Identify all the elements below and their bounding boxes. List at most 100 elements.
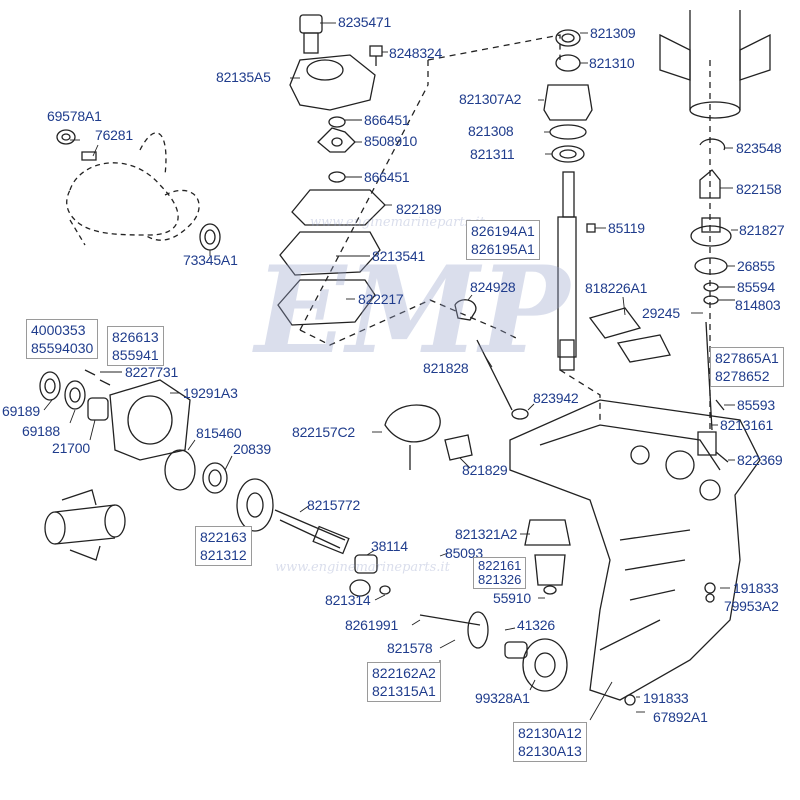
callout-label: 8261991 xyxy=(345,617,399,633)
callout-box-line: 82130A13 xyxy=(518,743,582,759)
callout-label: 19291A3 xyxy=(183,385,238,401)
callout-label: 821314 xyxy=(325,592,371,608)
callout-box: 822161 821326 xyxy=(473,557,527,589)
callout-box-line: 821312 xyxy=(200,547,247,563)
shift-connector xyxy=(697,431,717,456)
callout-label: 26855 xyxy=(737,258,775,274)
base-gasket xyxy=(277,279,376,326)
grommet-824928 xyxy=(454,299,477,321)
callout-label: 814803 xyxy=(735,297,781,313)
callout-label: 8213161 xyxy=(720,417,774,433)
housing-outline-dashed-3 xyxy=(559,369,601,420)
callout-label: 818226A1 xyxy=(585,280,648,296)
callout-label: 815460 xyxy=(196,425,242,441)
callout-label: 38114 xyxy=(371,538,408,554)
propeller-nut xyxy=(56,129,76,145)
callout-label: 823548 xyxy=(736,140,782,156)
impeller xyxy=(317,116,356,183)
callout-label: 99328A1 xyxy=(475,690,530,706)
thrust-washer xyxy=(199,223,221,251)
callout-box: 826194A1 826195A1 xyxy=(466,220,540,260)
housing-outline-dashed-2 xyxy=(299,299,521,346)
reverse-gear xyxy=(236,478,274,532)
callout-box: 82130A12 82130A13 xyxy=(513,722,587,762)
pump-housing xyxy=(289,14,383,111)
gearcase-housing xyxy=(509,399,761,706)
driveshaft-pin xyxy=(586,223,596,233)
callout-label: 821311 xyxy=(470,146,515,162)
bearing-carrier xyxy=(39,369,191,461)
callout-label: 821309 xyxy=(590,25,636,41)
callout-box-line: 822163 xyxy=(200,529,247,545)
callout-label: 821308 xyxy=(468,123,514,139)
shift-boot xyxy=(699,169,721,199)
callout-label: 55910 xyxy=(493,590,531,606)
callout-label: 69189 xyxy=(2,403,40,419)
callout-box-line: 821315A1 xyxy=(372,683,436,699)
callout-label: 69578A1 xyxy=(47,108,102,124)
callout-label: 822158 xyxy=(736,181,782,197)
callout-label: 821827 xyxy=(739,222,785,238)
shift-rod xyxy=(705,321,713,431)
anode-plate xyxy=(384,404,473,470)
site-watermark-top: www.enginemarineparts.it xyxy=(310,215,485,230)
callout-label: 821321A2 xyxy=(455,526,518,542)
leader-lines xyxy=(43,22,738,721)
cam-follower xyxy=(349,554,391,597)
screw-822369 xyxy=(715,451,729,463)
callout-label: 866451 xyxy=(364,112,410,128)
emp-logo-watermark: EMP xyxy=(255,240,570,381)
callout-label: 822217 xyxy=(358,291,404,307)
callout-label: 67892A1 xyxy=(653,709,708,725)
callout-label: 79953A2 xyxy=(724,598,779,614)
propeller-outline xyxy=(66,132,200,246)
shift-shaft xyxy=(419,614,481,626)
propeller-shaft xyxy=(274,509,346,541)
site-watermark-mid: www.enginemarineparts.it xyxy=(275,560,450,575)
callout-label: 82135A5 xyxy=(216,69,271,85)
callout-box-line: 826194A1 xyxy=(471,223,535,239)
callout-box-line: 822161 xyxy=(478,558,522,573)
callout-label: 8227731 xyxy=(125,364,179,380)
callout-box: 4000353 85594030 xyxy=(26,319,99,359)
screen-a xyxy=(588,307,642,339)
callout-label: 69188 xyxy=(22,423,60,439)
callout-label: 8215772 xyxy=(307,497,361,513)
callout-label: 822157C2 xyxy=(292,424,356,440)
washer-85594 xyxy=(703,282,719,292)
callout-label: 85119 xyxy=(608,220,645,236)
callout-label: 8213541 xyxy=(372,248,426,264)
retaining-ring xyxy=(699,138,726,151)
screen-b xyxy=(616,334,671,363)
water-tube xyxy=(476,339,513,411)
callout-label: 821578 xyxy=(387,640,433,656)
callout-label: 85594 xyxy=(737,279,775,295)
seal-823942 xyxy=(511,408,529,420)
shift-housing xyxy=(690,217,732,247)
callout-label: 824928 xyxy=(470,279,516,295)
callout-label: 821828 xyxy=(423,360,469,376)
bearing-20839 xyxy=(202,462,228,494)
callout-label: 85593 xyxy=(737,397,775,413)
callout-label: 8235471 xyxy=(338,14,392,30)
callout-box-line: 822162A2 xyxy=(372,665,436,681)
callout-label: 821310 xyxy=(589,55,635,71)
callout-box-line: 826195A1 xyxy=(471,241,535,257)
callout-box: 822162A2 821315A1 xyxy=(367,662,441,702)
callout-label: 21700 xyxy=(52,440,90,456)
callout-box-line: 826613 xyxy=(112,329,159,345)
washer-814803 xyxy=(703,295,719,305)
pinion-gear xyxy=(524,519,571,595)
callout-box-line: 82130A12 xyxy=(518,725,582,741)
callout-label: 29245 xyxy=(642,305,680,321)
callout-label: 191833 xyxy=(643,690,689,706)
callout-label: 41326 xyxy=(517,617,555,633)
callout-label: 866451 xyxy=(364,169,410,185)
callout-box: 826613 855941 xyxy=(107,326,164,366)
callout-label: 73345A1 xyxy=(183,252,238,268)
callout-label: 76281 xyxy=(95,127,133,143)
driveshaft xyxy=(557,171,577,371)
screw-85593 xyxy=(715,399,725,411)
callout-label: 822189 xyxy=(396,201,442,217)
callout-box: 827865A1 8278652 xyxy=(710,347,784,387)
